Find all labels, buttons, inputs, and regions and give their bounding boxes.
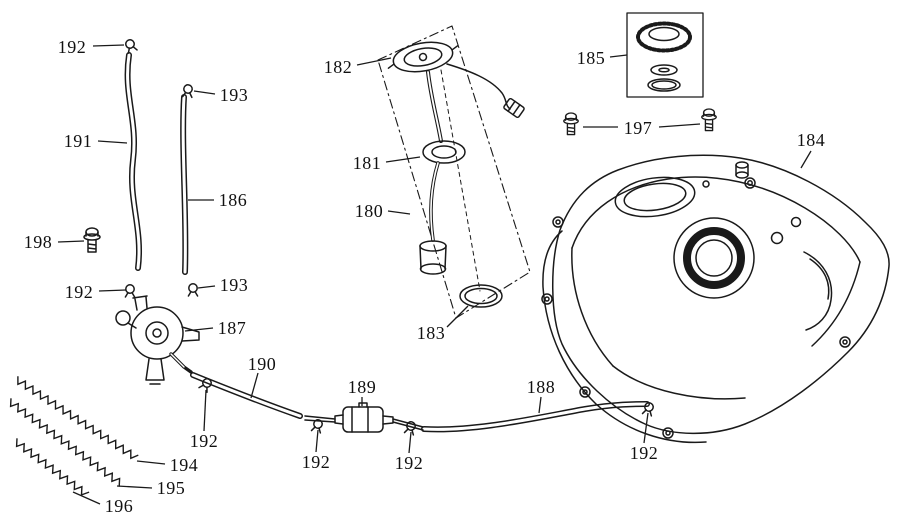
tank-flange: [542, 230, 707, 444]
part-label-gasket-183: 183: [416, 323, 446, 343]
clip-192-icon: [123, 37, 138, 54]
petcock-187: [115, 295, 200, 385]
clip-193-icon: [181, 83, 194, 99]
part-label-fuel-sender-180: 180: [354, 201, 384, 221]
part-label-fuel-cap-185: 185: [576, 48, 606, 68]
flange-bolt-holes: [541, 216, 851, 439]
bolt-198-icon: [83, 227, 101, 253]
part-label-clip-hose191-top: 192: [57, 37, 87, 57]
part-label-hose-188: 188: [526, 377, 556, 397]
pump-plate: [614, 176, 696, 218]
bolt-197-icon: [701, 108, 717, 132]
part-label-cable-196: 196: [104, 496, 134, 516]
part-label-hose-191: 191: [63, 131, 93, 151]
hose-191: [124, 52, 142, 271]
filter-outlet-pipe: [392, 418, 424, 431]
float-chamber-181: [422, 140, 466, 164]
sender-boundary: [377, 25, 531, 319]
filler-opening: [673, 217, 755, 299]
gauge-flange-182: [387, 41, 459, 73]
part-label-bolts-197: 197: [623, 118, 653, 138]
hose-186: [180, 94, 189, 275]
fuel-cap-185: [626, 12, 704, 98]
gasket-183: [459, 284, 503, 308]
part-label-cable-194: 194: [169, 455, 199, 475]
filter-inlet-pipe: [304, 415, 336, 423]
part-label-hose-186: 186: [218, 190, 248, 210]
hose-190: [190, 372, 303, 419]
part-label-clip-hose186-top: 193: [219, 85, 249, 105]
cable-196: [15, 438, 90, 496]
part-label-gauge-flange-182: 182: [323, 57, 353, 77]
part-label-petcock-187: 187: [217, 318, 247, 338]
float-cylinder: [419, 240, 447, 275]
part-label-float-chamber-181: 181: [352, 153, 382, 173]
hose-188: [421, 401, 650, 433]
tank-fitting: [735, 161, 749, 179]
coil-cables: [9, 376, 139, 496]
clip-193-icon: [187, 283, 199, 297]
part-label-cable-195: 195: [156, 478, 186, 498]
tank-strap: [803, 251, 833, 331]
part-label-clip-petcock-outlet: 192: [189, 431, 219, 451]
wire-connector: [503, 97, 525, 119]
part-label-bolt-198: 198: [23, 232, 53, 252]
bolt-197-icon: [563, 112, 579, 136]
fuel-tank-184: [541, 154, 890, 444]
cable-195: [9, 398, 121, 487]
part-label-hose-190: 190: [247, 354, 277, 374]
fuel-filter-189: [304, 402, 424, 433]
part-label-clip-hose188-right: 192: [629, 443, 659, 463]
sender-wire: [446, 63, 511, 110]
fuel-sender-180: [377, 25, 531, 319]
part-label-fuel-tank-184: 184: [796, 130, 826, 150]
part-label-fuel-filter-189: 189: [347, 377, 377, 397]
cable-194: [17, 376, 139, 460]
part-label-clip-filter-right: 192: [394, 453, 424, 473]
leader-lines: [57, 44, 812, 505]
part-label-clip-hose186-bottom: 193: [219, 275, 249, 295]
part-label-clip-filter-left: 192: [301, 452, 331, 472]
clip-192-icon: [124, 284, 136, 298]
part-label-clip-hose191-bottom: 192: [64, 282, 94, 302]
